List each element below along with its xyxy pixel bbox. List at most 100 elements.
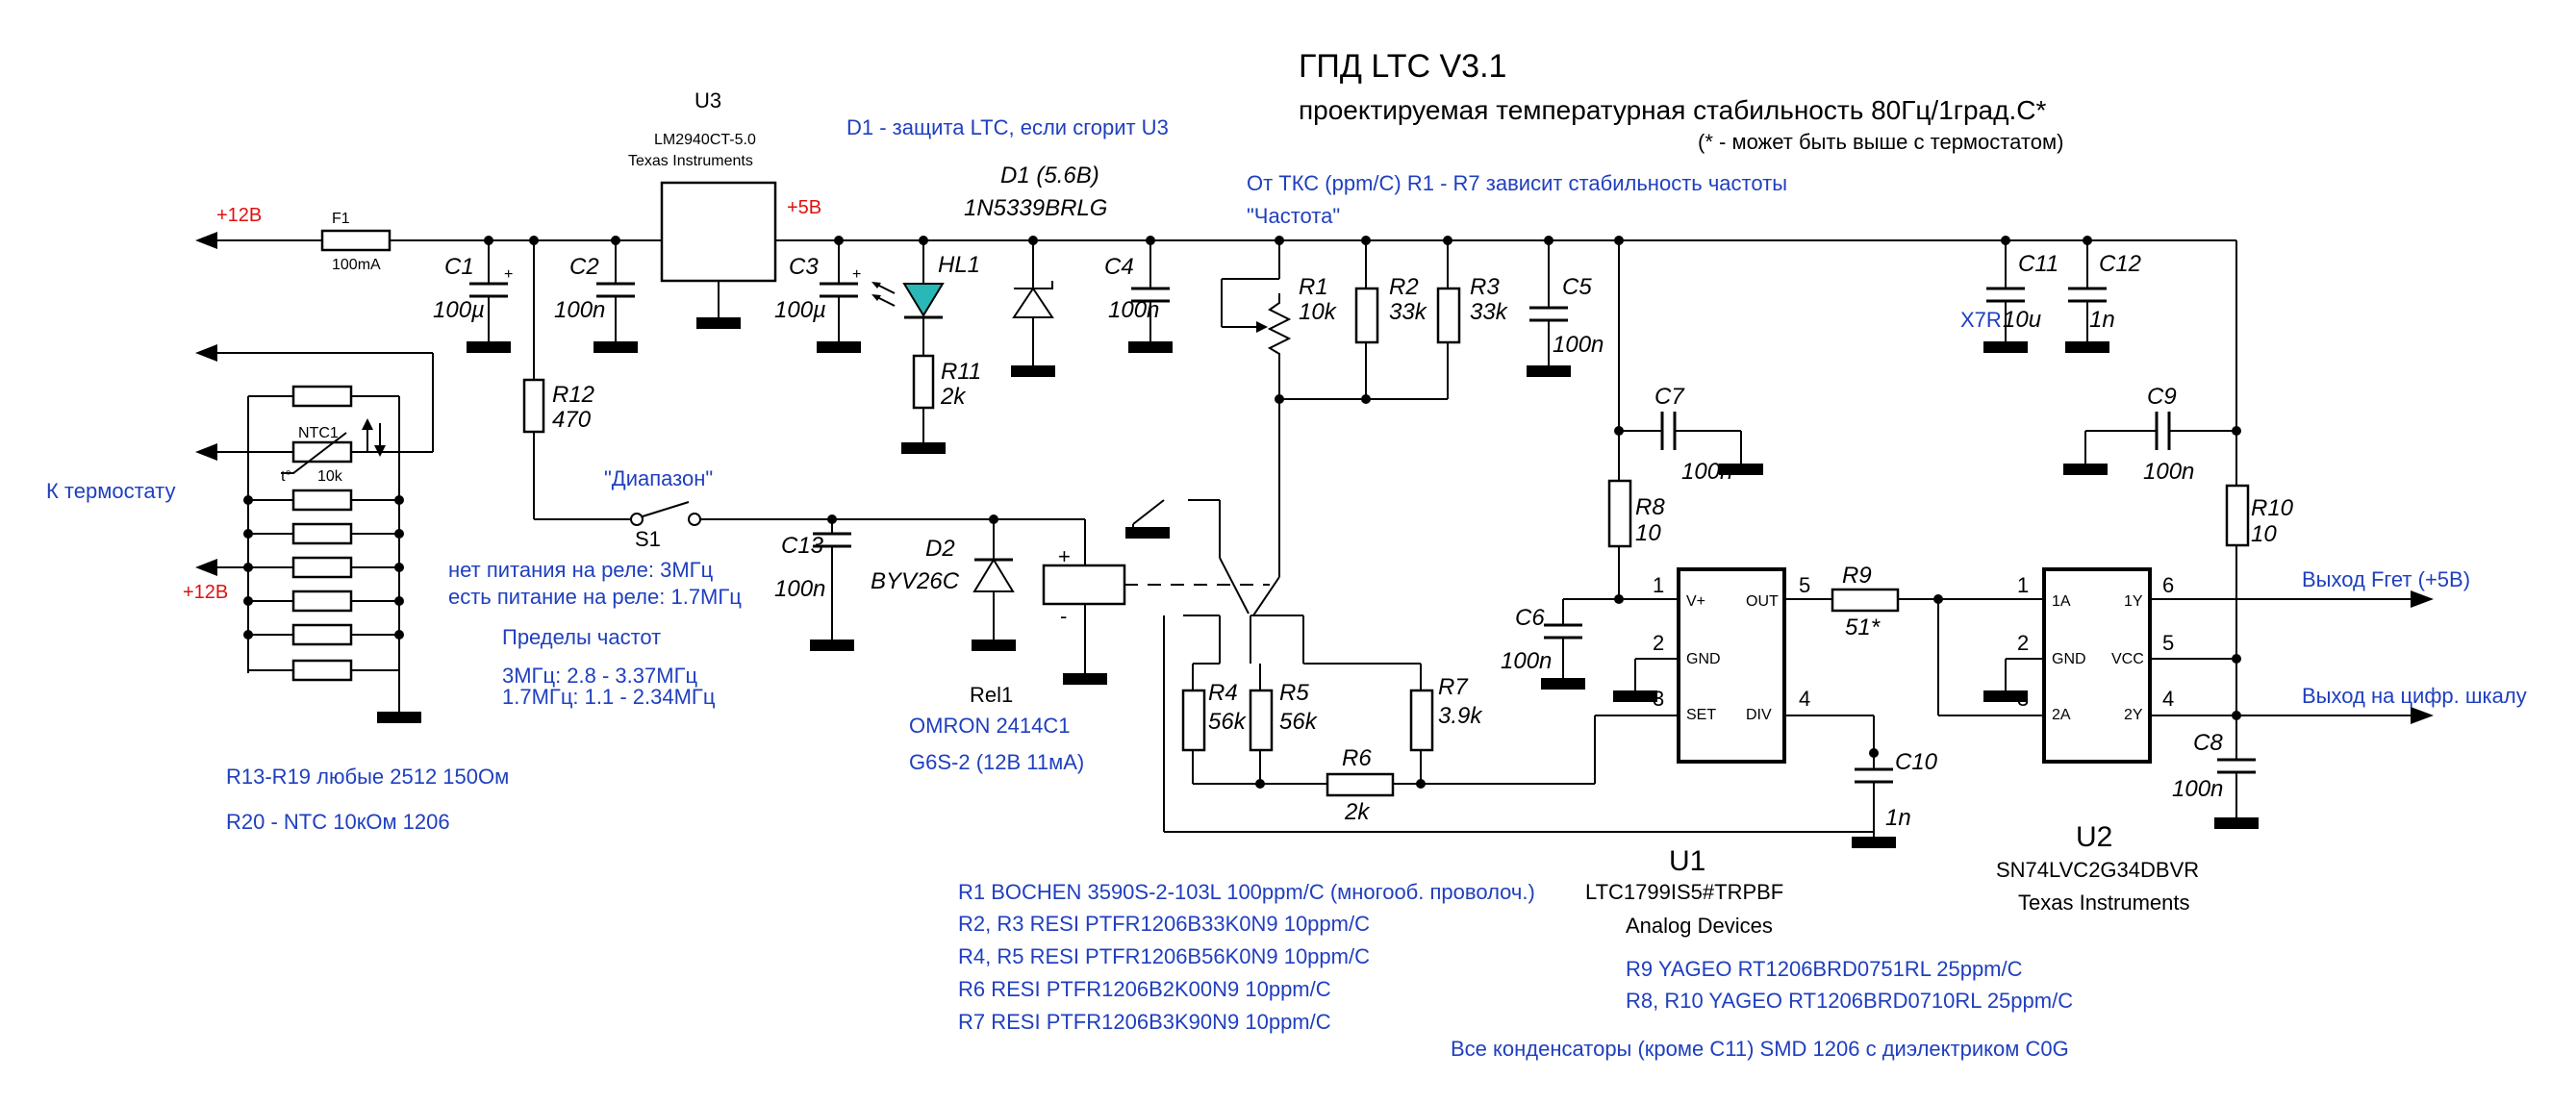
annotation-limit-3: 3МГц: 2.8 - 3.37МГц: [502, 664, 697, 688]
annotation-thermostat: К термостату: [46, 479, 176, 503]
c10-value: 1n: [1885, 805, 1911, 831]
bom-right-line-1: R9 YAGEO RT1206BRD0751RL 25ppm/C: [1626, 957, 2023, 981]
d2-part: BYV26C: [871, 568, 960, 594]
annotation-r13-19: R13-R19 любые 2512 150Ом: [226, 765, 509, 789]
r7-ref: R7: [1438, 674, 1469, 700]
u2-num-6: 6: [2162, 573, 2174, 597]
diode-d2: D2 BYV26C: [871, 519, 1016, 651]
u1-part: LTC1799IS5#TRPBF: [1585, 880, 1783, 904]
relay-rel1: + - Rel1 OMRON 2414C1 G6S-2 (12В 11мА): [909, 518, 1270, 774]
rail-label-p12-top: +12В: [216, 205, 262, 226]
thermostat-arrow-ntc: [195, 443, 217, 461]
r9-ref: R9: [1842, 563, 1872, 589]
bom-line-5: R7 RESI PTFR1206B3K90N9 10ppm/C: [958, 1010, 1331, 1034]
ic-u2: 1A GND 2A 1Y VCC 2Y 1 2 3 6 5 4 U2 SN74L…: [1996, 567, 2199, 915]
u1-num-5: 5: [1799, 573, 1810, 597]
output-arrow-fret: [2411, 590, 2434, 608]
resistor-r10: R10 10: [2225, 484, 2294, 547]
c1-ref: C1: [444, 254, 474, 280]
r1-ref: R1: [1299, 274, 1328, 300]
ic-u1: V+ GND SET OUT DIV 1 2 3 5 4 U1 LTC1799I…: [1585, 567, 1810, 938]
c9-ref: C9: [2147, 384, 2177, 410]
r11-ref: R11: [941, 359, 981, 385]
led-hl1: HL1: [871, 240, 980, 356]
bom-line-4: R6 RESI PTFR1206B2K00N9 10ppm/C: [958, 977, 1331, 1001]
c11-dielectric: X7R: [1960, 308, 2002, 332]
u3-ref: U3: [695, 88, 721, 113]
c11-ref: C11: [2018, 251, 2058, 277]
u2-pin-2y: 2Y: [2124, 707, 2143, 723]
ntc1-ref: NTC1: [298, 425, 339, 441]
annotation-out-fret: Выход Fгет (+5В): [2302, 567, 2470, 591]
bom-line-2: R2, R3 RESI PTFR1206B33K0N9 10ppm/C: [958, 912, 1370, 936]
u3-maker: Texas Instruments: [628, 153, 753, 169]
c5-value: 100n: [1553, 332, 1604, 358]
potentiometer-r1: R1 10k: [1221, 240, 1338, 399]
capacitor-c7: C7 100n: [1619, 384, 1763, 485]
annotation-out-scale: Выход на цифр. шкалу: [2302, 684, 2527, 708]
c3-value: 100µ: [774, 297, 826, 323]
r3-ref: R3: [1470, 274, 1500, 300]
c8-ref: C8: [2193, 730, 2223, 756]
u1-pin-div: DIV: [1746, 707, 1772, 723]
switch-s1: S1: [630, 501, 701, 551]
capacitor-c10: C10 1n: [1852, 748, 1938, 848]
c11-value: 10u: [2003, 307, 2041, 333]
relay-plus: +: [1058, 544, 1071, 568]
r6-ref: R6: [1342, 745, 1372, 771]
u2-num-2: 2: [2017, 631, 2029, 655]
u1-num-2: 2: [1653, 631, 1664, 655]
capacitor-c8: C8 100n: [2172, 730, 2259, 829]
u1-maker: Analog Devices: [1626, 914, 1773, 938]
resistor-r5: R5 56k: [1249, 664, 1319, 784]
annotation-freq: "Частота": [1247, 204, 1340, 228]
c6-value: 100n: [1501, 648, 1552, 674]
cap-note: Все конденсаторы (кроме C11) SMD 1206 с …: [1451, 1037, 2069, 1061]
schematic-subtitle: проектируемая температурная стабильность…: [1299, 95, 2046, 125]
ntc1-value: 10k: [317, 468, 343, 485]
u1-num-4: 4: [1799, 687, 1810, 711]
fuse-f1-ref: F1: [332, 211, 350, 227]
resistor-r2: R2 33k: [1354, 240, 1428, 399]
c4-value: 100n: [1108, 297, 1159, 323]
input-arrow-p12: [195, 232, 217, 249]
resistor-r6: R6 2k: [1326, 745, 1395, 825]
c8-value: 100n: [2172, 776, 2223, 802]
r4-value: 56k: [1208, 709, 1248, 735]
resistor-r3: R3 33k: [1436, 240, 1509, 399]
c4-ref: C4: [1104, 254, 1134, 280]
u2-pin-2a: 2A: [2052, 707, 2071, 723]
c1-value: 100µ: [433, 297, 485, 323]
rel1-ref: Rel1: [970, 683, 1013, 707]
annotation-relay-off: нет питания на реле: 3МГц: [448, 558, 714, 582]
capacitor-c5: C5 100n: [1527, 240, 1604, 377]
u2-pin-1a: 1A: [2052, 593, 2071, 610]
r10-ref: R10: [2251, 495, 2294, 521]
u2-ref: U2: [2076, 821, 2112, 853]
resistor-r12: R12 470: [522, 378, 594, 434]
u1-pin-out: OUT: [1746, 593, 1779, 610]
resistor-r9: R9 51*: [1808, 563, 2044, 640]
u2-num-1: 1: [2017, 573, 2029, 597]
bom-right-line-2: R8, R10 YAGEO RT1206BRD0710RL 25ppm/C: [1626, 989, 2073, 1013]
thermostat-arrow-top: [195, 344, 217, 362]
annotation-tks: От ТКС (ppm/C) R1 - R7 зависит стабильно…: [1247, 171, 1787, 195]
resistor-r7: R7 3.9k: [1409, 664, 1483, 784]
annotation-limits-title: Пределы частот: [502, 625, 661, 649]
capacitor-c6: C6 100n: [1501, 599, 1585, 690]
c7-ref: C7: [1654, 384, 1685, 410]
u2-pin-vcc: VCC: [2111, 651, 2144, 667]
u1-ref: U1: [1669, 845, 1705, 877]
schematic-title-note: (* - может быть выше с термостатом): [1698, 130, 2063, 154]
r3-value: 33k: [1470, 299, 1509, 325]
u2-num-4: 4: [2162, 687, 2174, 711]
capacitor-c4: C4 100n: [1104, 240, 1173, 353]
c6-ref: C6: [1515, 605, 1545, 631]
r11-value: 2k: [940, 384, 967, 410]
hl1-ref: HL1: [938, 252, 980, 278]
c13-ref: C13: [781, 533, 824, 559]
annotation-r20: R20 - NTC 10кОм 1206: [226, 810, 450, 834]
annotation-range: "Диапазон": [604, 466, 713, 490]
u2-maker: Texas Instruments: [2018, 891, 2190, 915]
